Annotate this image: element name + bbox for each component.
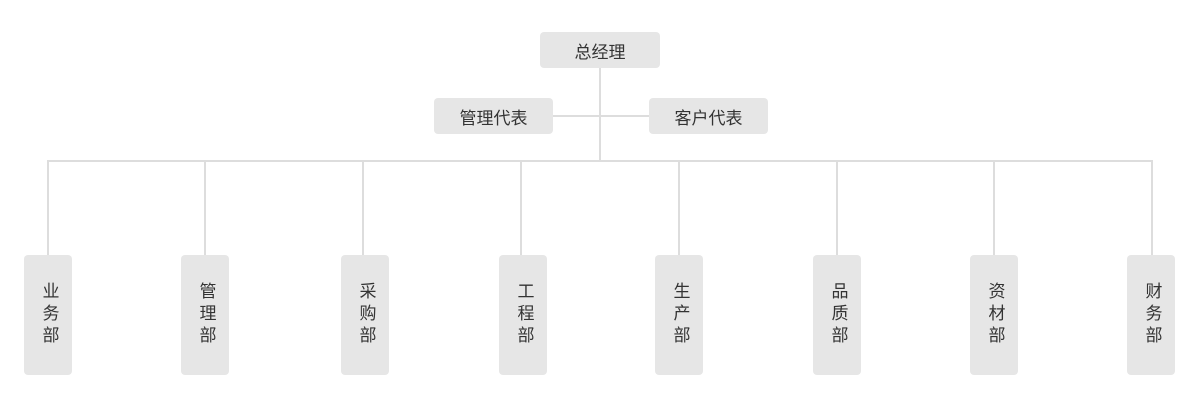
node-label: 总经理: [574, 42, 626, 63]
node-label: 资材部: [984, 282, 1005, 348]
dept-bus-line: [47, 160, 1153, 162]
department-node: 品质部: [813, 255, 861, 375]
node-label: 生产部: [669, 282, 690, 348]
node-label: 财务部: [1141, 282, 1162, 348]
dept-connector-line: [47, 161, 49, 255]
dept-connector-line: [993, 161, 995, 255]
department-node: 采购部: [341, 255, 389, 375]
management-rep-node: 管理代表: [434, 98, 553, 134]
department-node: 财务部: [1127, 255, 1175, 375]
department-node: 业务部: [24, 255, 72, 375]
dept-connector-line: [678, 161, 680, 255]
node-label: 业务部: [38, 282, 59, 348]
general-manager-node: 总经理: [540, 32, 660, 68]
department-node: 管理部: [181, 255, 229, 375]
dept-connector-line: [204, 161, 206, 255]
rep-branch-line: [553, 115, 649, 117]
department-node: 工程部: [499, 255, 547, 375]
node-label: 客户代表: [674, 108, 743, 129]
dept-connector-line: [520, 161, 522, 255]
node-label: 品质部: [827, 282, 848, 348]
department-node: 生产部: [655, 255, 703, 375]
node-label: 工程部: [513, 282, 534, 348]
department-node: 资材部: [970, 255, 1018, 375]
dept-connector-line: [1151, 161, 1153, 255]
customer-rep-node: 客户代表: [649, 98, 768, 134]
dept-connector-line: [836, 161, 838, 255]
dept-connector-line: [362, 161, 364, 255]
node-label: 采购部: [355, 282, 376, 348]
node-label: 管理部: [195, 282, 216, 348]
node-label: 管理代表: [459, 108, 528, 129]
